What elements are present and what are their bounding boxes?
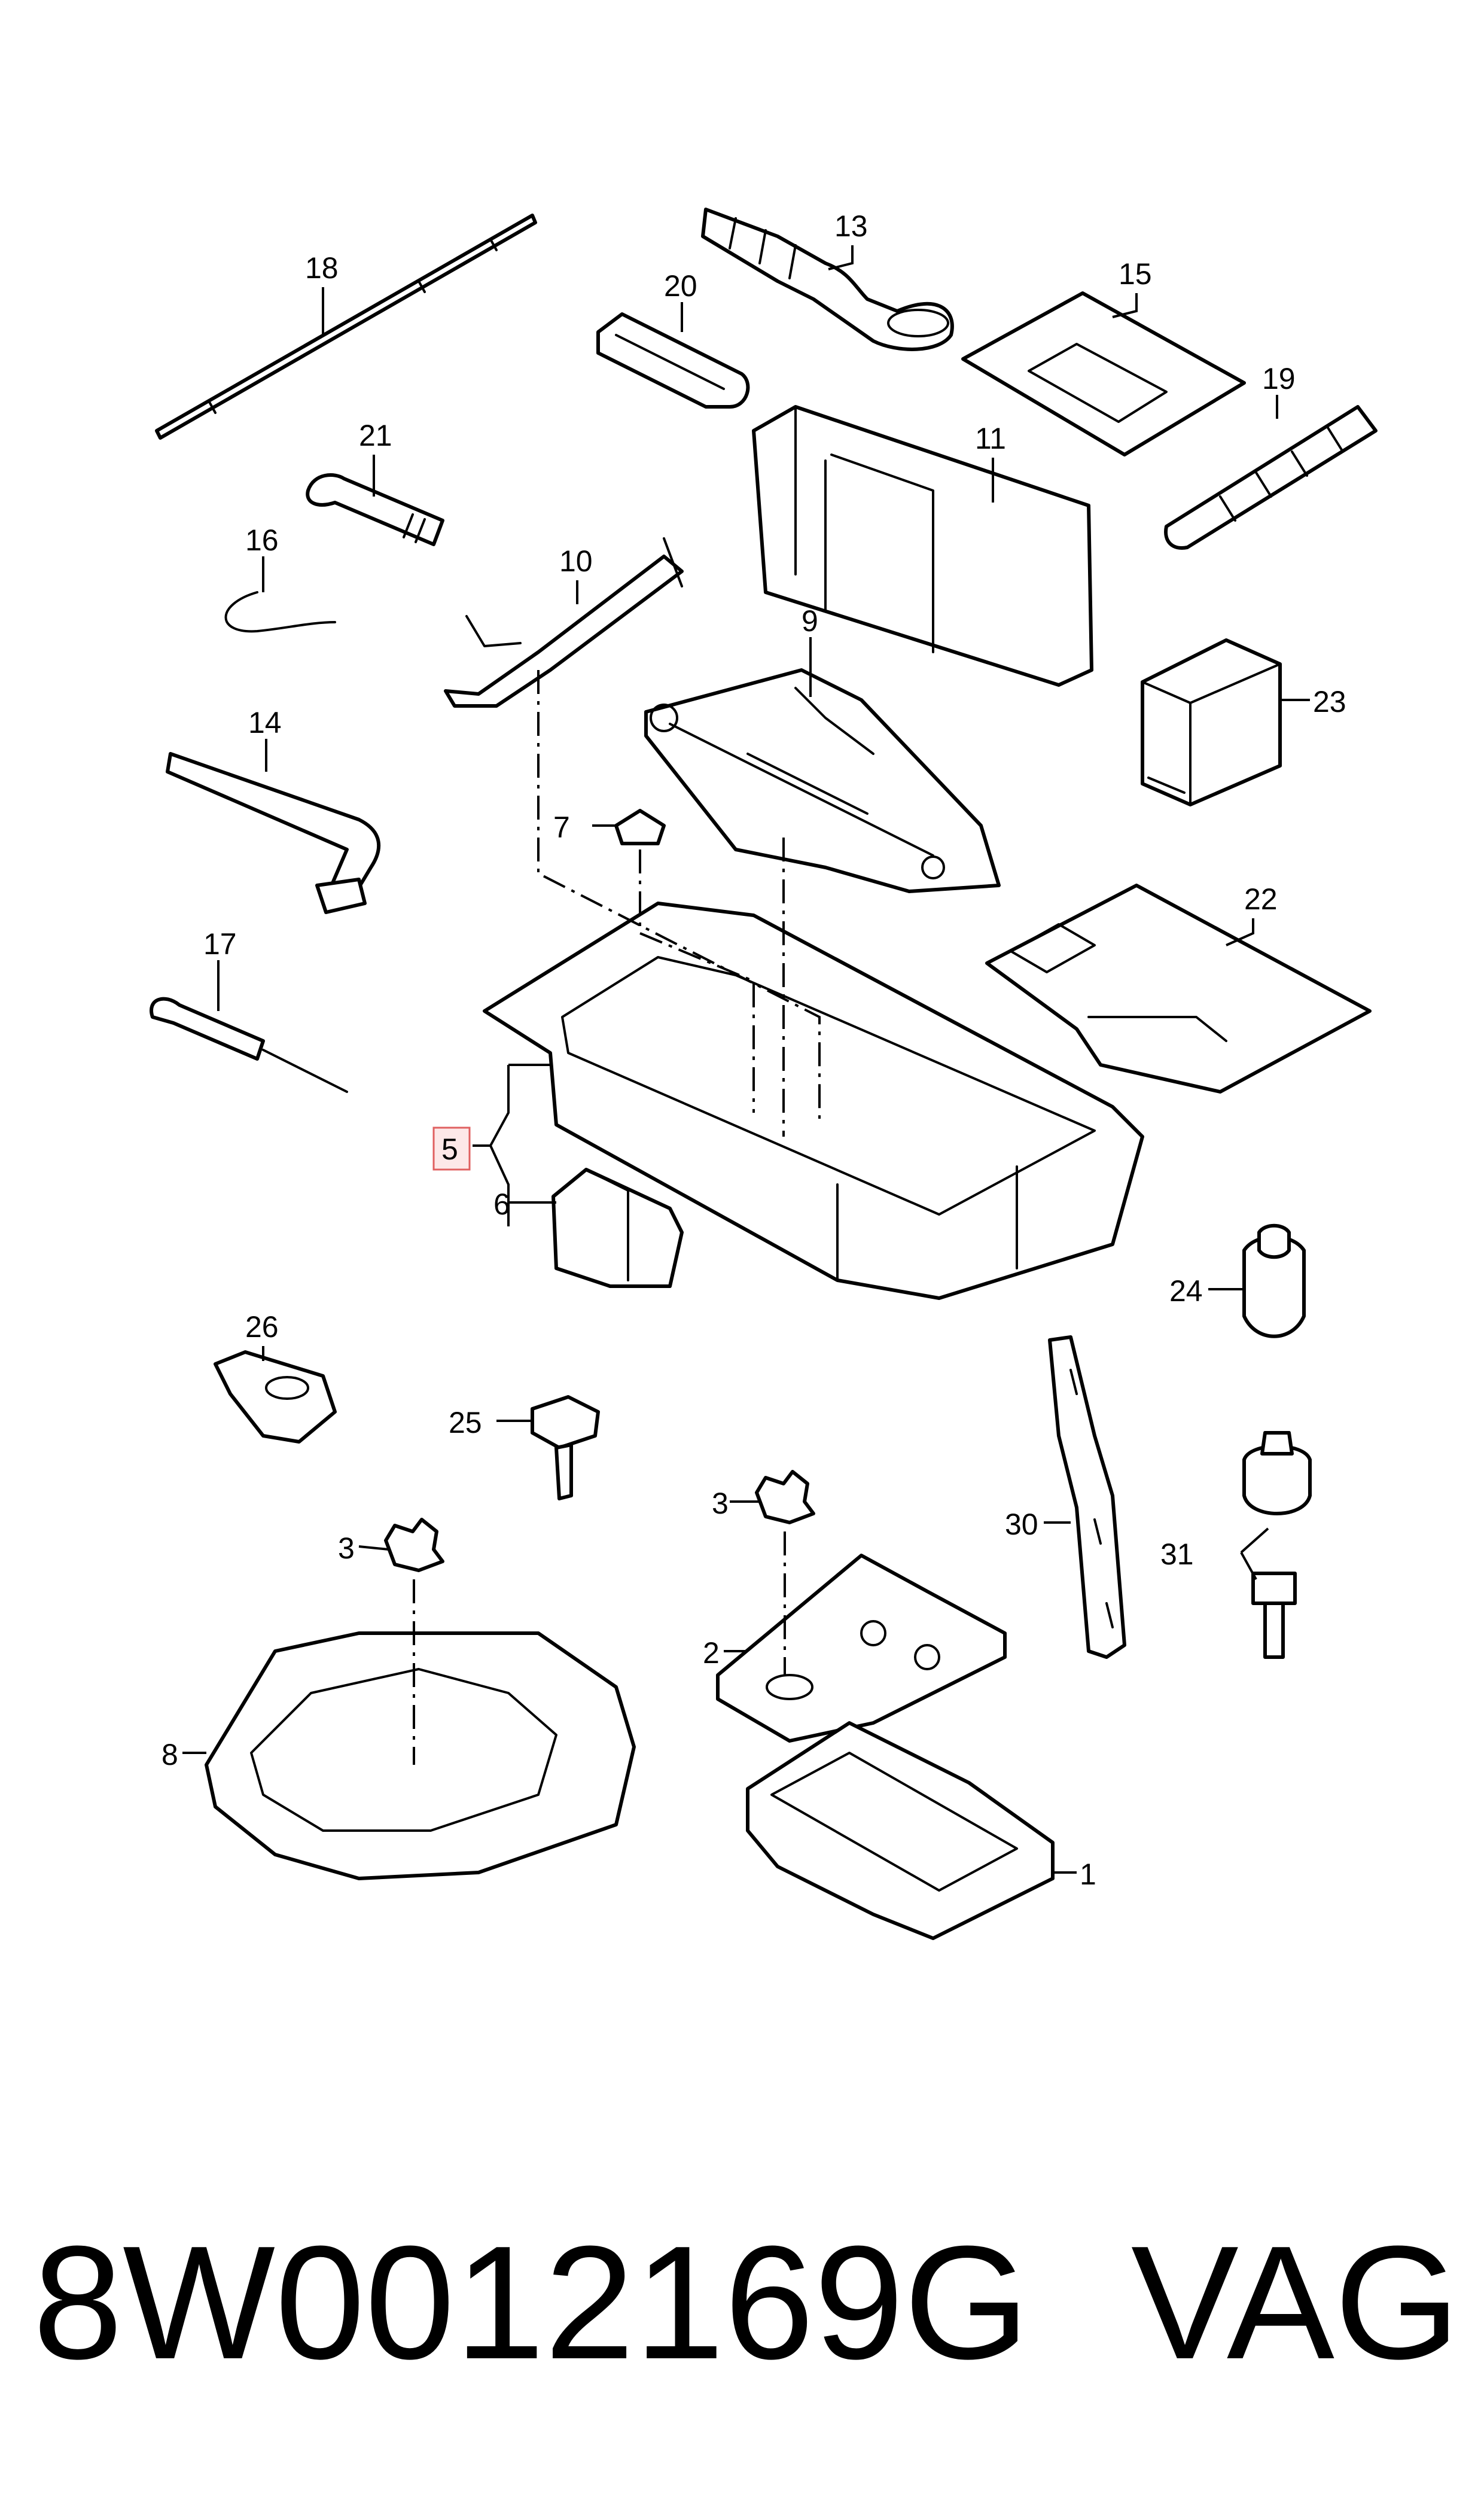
part-20-clip (596, 312, 750, 409)
callout-10: 10 (559, 544, 593, 578)
callout-13: 13 (834, 209, 868, 243)
callout-20: 20 (664, 269, 697, 303)
callout-18: 18 (305, 251, 339, 285)
callout-7: 7 (553, 811, 570, 844)
part-15-mat (961, 291, 1246, 456)
part-31-bolts (1242, 1431, 1312, 1659)
part-6-block (551, 1168, 684, 1288)
callout-19: 19 (1262, 362, 1296, 395)
part-number-caption: 8W0012169G (33, 2213, 1030, 2393)
part-30-strap (1048, 1335, 1126, 1659)
callout-9: 9 (802, 604, 818, 638)
part-26-fitting (214, 1350, 337, 1444)
part-19-tube (1164, 405, 1378, 550)
callout-2: 2 (703, 1636, 720, 1670)
callout-15: 15 (1119, 257, 1152, 291)
callout-3-left: 3 (338, 1531, 355, 1565)
part-18-rod (155, 214, 537, 440)
callout-24: 24 (1169, 1274, 1203, 1308)
callout-25: 25 (449, 1406, 482, 1439)
part-3-knob-right (755, 1470, 815, 1524)
callout-14: 14 (248, 706, 282, 739)
alignment-lines (413, 670, 821, 1765)
callouts: 18 20 13 15 19 21 11 16 10 9 23 14 7 22 … (161, 209, 1346, 1891)
part-17-screwdriver (150, 997, 348, 1093)
callout-31: 31 (1160, 1537, 1194, 1571)
callout-22: 22 (1244, 882, 1278, 916)
part-10-handle (444, 537, 684, 708)
part-24-cylinder (1242, 1223, 1306, 1338)
part-14-lwrench (166, 752, 380, 914)
callout-21: 21 (359, 419, 392, 452)
part-8-foam (205, 1631, 636, 1880)
callout-17: 17 (203, 927, 237, 961)
part-25-bolt (531, 1395, 600, 1500)
callout-23: 23 (1313, 685, 1346, 718)
part-21-pin (306, 473, 444, 546)
part-7-nut (614, 809, 666, 845)
part-5-tray (483, 902, 1144, 1300)
callout-6: 6 (493, 1188, 510, 1221)
part-16-hook (224, 591, 336, 633)
part-1-tray (746, 1721, 1055, 1940)
callout-11: 11 (975, 422, 1006, 455)
callout-1: 1 (1080, 1858, 1096, 1891)
part-3-knob-left (384, 1518, 444, 1572)
callout-16: 16 (245, 523, 279, 557)
callout-8: 8 (161, 1738, 178, 1771)
part-9-jack (644, 668, 1001, 893)
callout-3-right: 3 (712, 1487, 729, 1520)
callout-5: 5 (441, 1132, 458, 1166)
part-22-pouch (985, 884, 1372, 1094)
part-13-wrench (701, 208, 954, 351)
part-11-case (752, 405, 1093, 687)
part-2-bracket (716, 1554, 1007, 1743)
callout-30: 30 (1005, 1508, 1038, 1541)
leader-lines (182, 245, 1310, 1874)
part-23-box (1141, 638, 1282, 806)
callout-26: 26 (245, 1310, 279, 1344)
brand-caption: VAG (1130, 2213, 1460, 2393)
callout-5-highlight (432, 1126, 471, 1171)
